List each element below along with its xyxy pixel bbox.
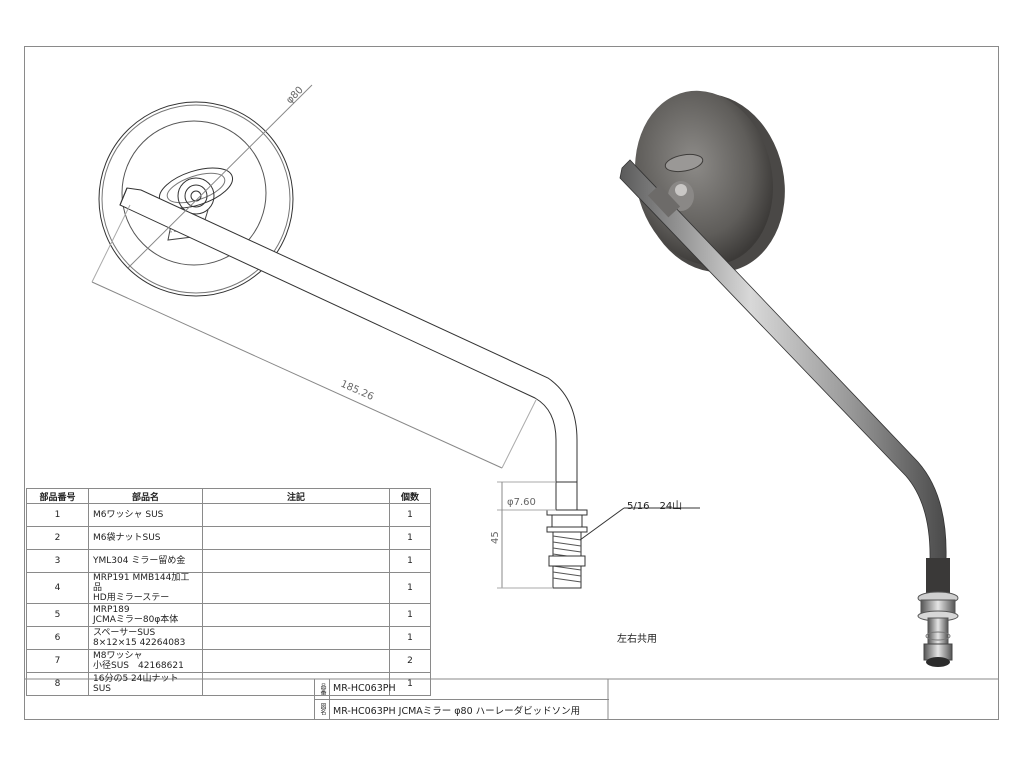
bolt-thread xyxy=(548,531,586,589)
mirror-outer-circle xyxy=(98,101,294,297)
render-spacer xyxy=(926,558,950,596)
title-block-name-row: 図名 MR-HC063PH JCMAミラー φ80 ハーレーダビッドソン用 xyxy=(315,699,609,719)
thread-spec-label: 5/16 24山 xyxy=(627,501,683,512)
drawing-frame xyxy=(24,46,999,720)
table-row: 1 M6ワッシャ SUS 1 xyxy=(26,503,431,527)
table-row: 3 YML304 ミラー留め金 1 xyxy=(26,549,431,573)
dim-arm-length: 185.26 xyxy=(339,379,375,403)
drawing-name: MR-HC063PH JCMAミラー φ80 ハーレーダビッドソン用 xyxy=(333,706,581,717)
part-number: MR-HC063PH xyxy=(333,683,396,694)
table-row: 8 16分の5 24山ナット SUS 1 xyxy=(26,672,431,696)
mirror-arm xyxy=(119,187,578,483)
part-number-tag: 品番 xyxy=(315,679,330,699)
dim-diameter: φ80 xyxy=(284,85,305,106)
header-part-number: 部品番号 xyxy=(26,488,89,504)
parts-table-header: 部品番号 部品名 注記 個数 xyxy=(26,488,431,504)
dim-line-diameter xyxy=(127,84,313,269)
note-left-right-common: 左右共用 xyxy=(617,634,657,645)
title-block: 品番 MR-HC063PH 図名 MR-HC063PH JCMAミラー φ80 … xyxy=(314,679,609,719)
dim-spacer-diameter: φ7.60 xyxy=(507,497,536,508)
line-drawing xyxy=(91,84,700,589)
render-emblem xyxy=(664,153,704,173)
table-row: 2 M6袋ナットSUS 1 xyxy=(26,526,431,550)
title-block-part-number-row: 品番 MR-HC063PH xyxy=(315,679,609,700)
spacer xyxy=(555,481,578,511)
dim-height: 45 xyxy=(490,531,501,544)
drawing-name-tag: 図名 xyxy=(315,699,330,719)
table-row: 7 M8ワッシャ小径SUS 42168621 2 xyxy=(26,649,431,673)
header-quantity: 個数 xyxy=(389,488,431,504)
mirror-inner-circle xyxy=(121,120,267,266)
header-part-name: 部品名 xyxy=(88,488,203,504)
parts-table: 部品番号 部品名 注記 個数 1 M6ワッシャ SUS 1 2 M6袋ナットSU… xyxy=(26,488,431,696)
header-note: 注記 xyxy=(202,488,390,504)
mirror-render xyxy=(619,90,959,667)
